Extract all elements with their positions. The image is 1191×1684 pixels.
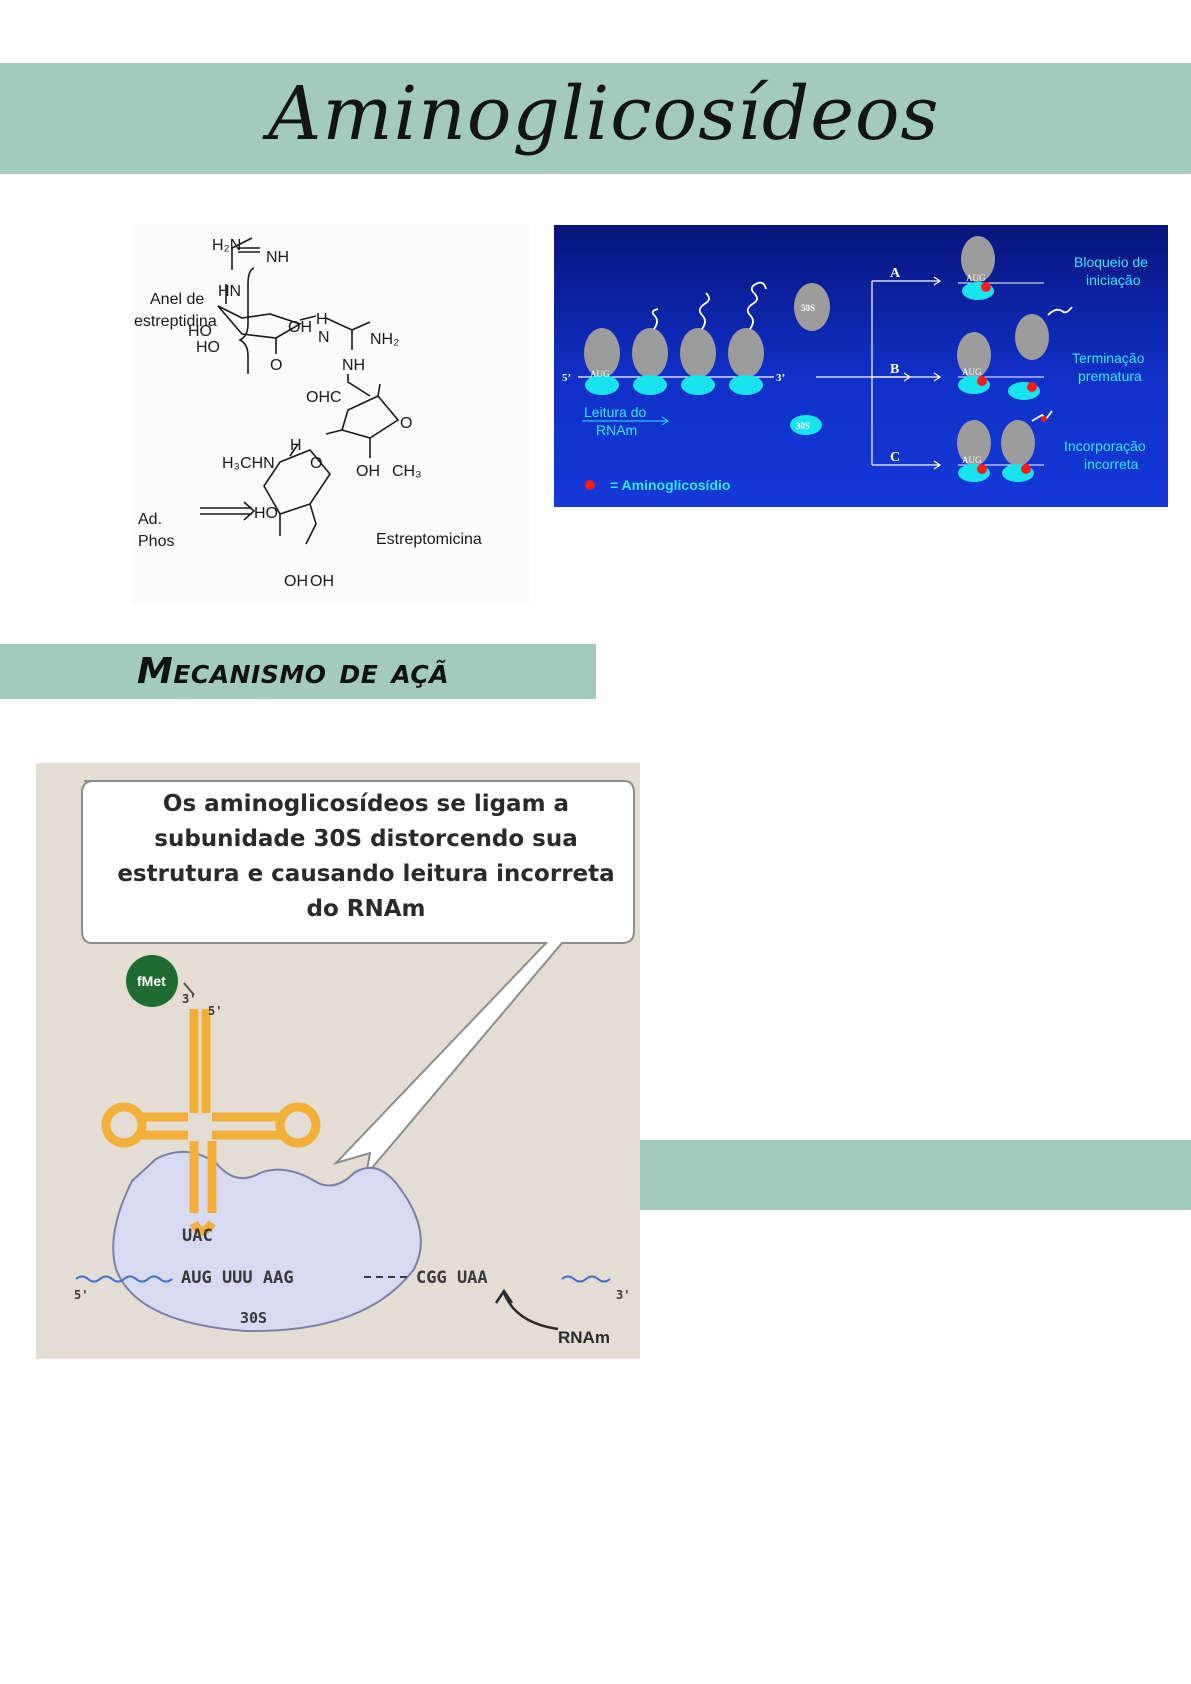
c-aug: AUG — [962, 455, 982, 465]
atom-h-right: H — [316, 311, 328, 328]
ring-label-line2: estreptidina — [134, 313, 217, 330]
branch-c: C — [890, 450, 900, 465]
atom-h2n: H₂N — [212, 237, 241, 254]
trna-five-prime: 5' — [208, 1004, 222, 1018]
streptomycin-structure: Anel de estreptidina H₂N NH HN HO OH H N… — [130, 224, 530, 604]
codon-end-sequence: CGG UAA — [416, 1268, 488, 1288]
legend-text: = Aminoglicosídio — [610, 477, 730, 493]
phos-label: Phos — [138, 533, 174, 550]
page-title: Aminoglicosídeos — [268, 71, 940, 157]
mrna-three-prime: 3' — [616, 1288, 630, 1302]
trna-three-prime: 3' — [182, 992, 196, 1006]
ring-label-line1: Anel de — [150, 291, 204, 308]
atom-ohc: OHC — [306, 389, 342, 406]
subunit-label: 30S — [240, 1309, 267, 1327]
codon-sequence: AUG UUU AAG — [181, 1268, 294, 1288]
atom-o-link2: O — [310, 455, 322, 472]
trna-ribosome-figure: fMet 3' 5' UAC AUG UUU AAG CGG UAA 5' 3'… — [36, 763, 640, 1359]
atom-ho3: HO — [254, 505, 278, 522]
b-aug: AUG — [962, 367, 982, 377]
atom-oh4: OH — [310, 573, 334, 590]
atom-oh3: OH — [284, 573, 308, 590]
compound-name: Estreptomicina — [376, 531, 482, 548]
outcome-c-line2: incorreta — [1084, 456, 1139, 472]
atom-hn: HN — [218, 283, 241, 300]
ad-label: Ad. — [138, 511, 162, 528]
atom-o-link1: O — [270, 357, 282, 374]
atom-nh2: NH₂ — [370, 331, 399, 348]
decorative-band — [640, 1140, 1191, 1210]
ribosome-chain — [584, 281, 767, 395]
main-aug-label: AUG — [590, 369, 610, 379]
outcome-b-line2: prematura — [1078, 368, 1142, 384]
outcome-a-line1: Bloqueio de — [1074, 254, 1148, 270]
mrna-wave-right — [561, 1275, 611, 1283]
outcome-b-line1: Terminação — [1072, 350, 1145, 366]
outcome-a-line2: iniciação — [1086, 272, 1141, 288]
trna-molecule — [138, 1009, 282, 1236]
branch-a: A — [890, 266, 901, 281]
atom-oh1: OH — [288, 319, 312, 336]
section-heading: Mecanismo de açã — [137, 651, 450, 692]
mrna-pointer-arrow — [494, 1288, 559, 1331]
main-three-prime: 3’ — [776, 372, 785, 384]
atom-nh-top: NH — [266, 249, 289, 266]
label-50s: 50S — [801, 303, 815, 313]
fmet-label: fMet — [137, 973, 166, 989]
atom-ho2: HO — [196, 339, 220, 356]
branch-b: B — [890, 362, 899, 377]
main-five-prime: 5’ — [562, 372, 571, 384]
a-aug: AUG — [966, 273, 986, 283]
section-band — [0, 644, 596, 699]
30s-subunit — [112, 1150, 422, 1333]
outcome-c-line1: Incorporação — [1064, 438, 1146, 454]
atom-nh-right: NH — [342, 357, 365, 374]
callout-bubble — [81, 780, 635, 1179]
free-50s-subunit — [794, 283, 830, 331]
atom-ho1: HO — [188, 323, 212, 340]
free-30s-subunit — [790, 415, 822, 435]
aminoglycoside-legend-dot — [585, 480, 595, 490]
atom-o-ring: O — [400, 415, 412, 432]
title-band — [0, 63, 1191, 174]
mrna-five-prime: 5' — [74, 1288, 88, 1302]
anticodon: UAC — [182, 1226, 213, 1246]
reading-line1: Leitura do — [584, 404, 646, 420]
atom-h-small: H — [290, 437, 302, 454]
callout-text: Os aminoglicosídeos se ligam a subunidad… — [117, 791, 615, 922]
atom-h3chn: H₃CHN — [222, 455, 275, 472]
mrna-wave-left — [75, 1275, 173, 1283]
atom-oh2: OH — [356, 463, 380, 480]
ribosome-mechanism-figure: 5’ 3’ AUG 50S 30S Leitura do RNAm = Amin… — [554, 225, 1168, 507]
atom-ch3: CH₃ — [392, 463, 422, 480]
label-30s: 30S — [796, 421, 810, 431]
mrna-label: RNAm — [558, 1328, 610, 1347]
atom-n-right: N — [318, 329, 330, 346]
fmet-circle — [126, 955, 178, 1007]
reading-line2: RNAm — [596, 422, 637, 438]
